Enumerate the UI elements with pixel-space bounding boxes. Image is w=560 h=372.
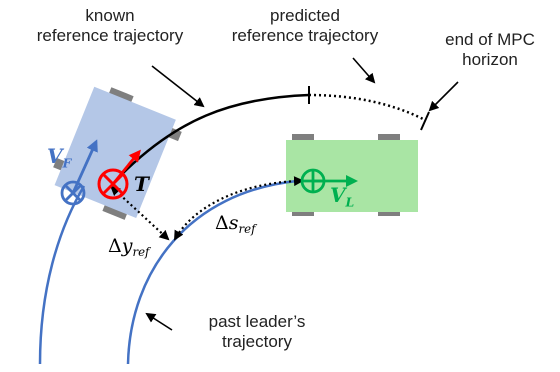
vl-main: V [330, 183, 346, 207]
t-symbol: T [134, 172, 149, 196]
follower-body [54, 86, 176, 219]
end-of-mpc-line-1: end of MPC [445, 30, 535, 49]
past-leader-trajectory-label: past leader’s trajectory [172, 312, 342, 352]
known-reference-line-1: known [85, 6, 135, 25]
predicted-reference-line-1: predicted [270, 6, 340, 25]
delta-y-ref-line [110, 185, 170, 241]
delta-s-sub: ref [238, 222, 256, 237]
delta-y-delta: Δ [108, 235, 122, 257]
past-leader-line-2: trajectory [222, 332, 292, 351]
delta-y-sub: ref [132, 245, 150, 260]
follower-trajectory [38, 185, 86, 365]
t-main: T [134, 172, 149, 196]
follower-velocity-arrow [71, 139, 98, 194]
vl-sub: L [345, 194, 355, 210]
delta-s-ref-label: Δsref [215, 212, 255, 236]
known-ref-pointer [151, 65, 205, 108]
end-mpc-pointer [428, 81, 459, 112]
vl-symbol: VL [330, 183, 354, 209]
predicted-reference-label: predicted reference trajectory [210, 6, 400, 46]
known-reference-line-2: reference trajectory [36, 26, 184, 45]
predicted-ref-pointer [352, 57, 376, 84]
delta-s-ref-arc [174, 176, 304, 241]
leader-wheel-front-left [292, 134, 314, 143]
known-reference-label: known reference trajectory [15, 6, 205, 46]
delta-y-main: y [121, 235, 133, 257]
delta-y-ref-label: Δyref [108, 235, 149, 259]
delta-s-delta: Δ [215, 212, 229, 234]
predicted-reference-trajectory [308, 93, 426, 122]
end-of-mpc-line-2: horizon [462, 50, 518, 69]
vf-main: V [47, 144, 63, 168]
leader-wheel-front-right [378, 134, 400, 143]
past-leader-pointer [145, 312, 173, 331]
end-of-mpc-horizon-label: end of MPC horizon [430, 30, 550, 70]
leader-center-icon [300, 168, 326, 194]
target-point-icon [97, 168, 129, 200]
past-leader-line-1: past leader’s [208, 312, 306, 331]
vf-sub: F [62, 155, 72, 171]
mpc-horizon-tick [420, 111, 430, 131]
predicted-reference-line-2: reference trajectory [231, 26, 379, 45]
vf-symbol: VF [47, 144, 71, 170]
delta-s-main: s [228, 212, 239, 234]
follower-center-icon [60, 180, 86, 206]
